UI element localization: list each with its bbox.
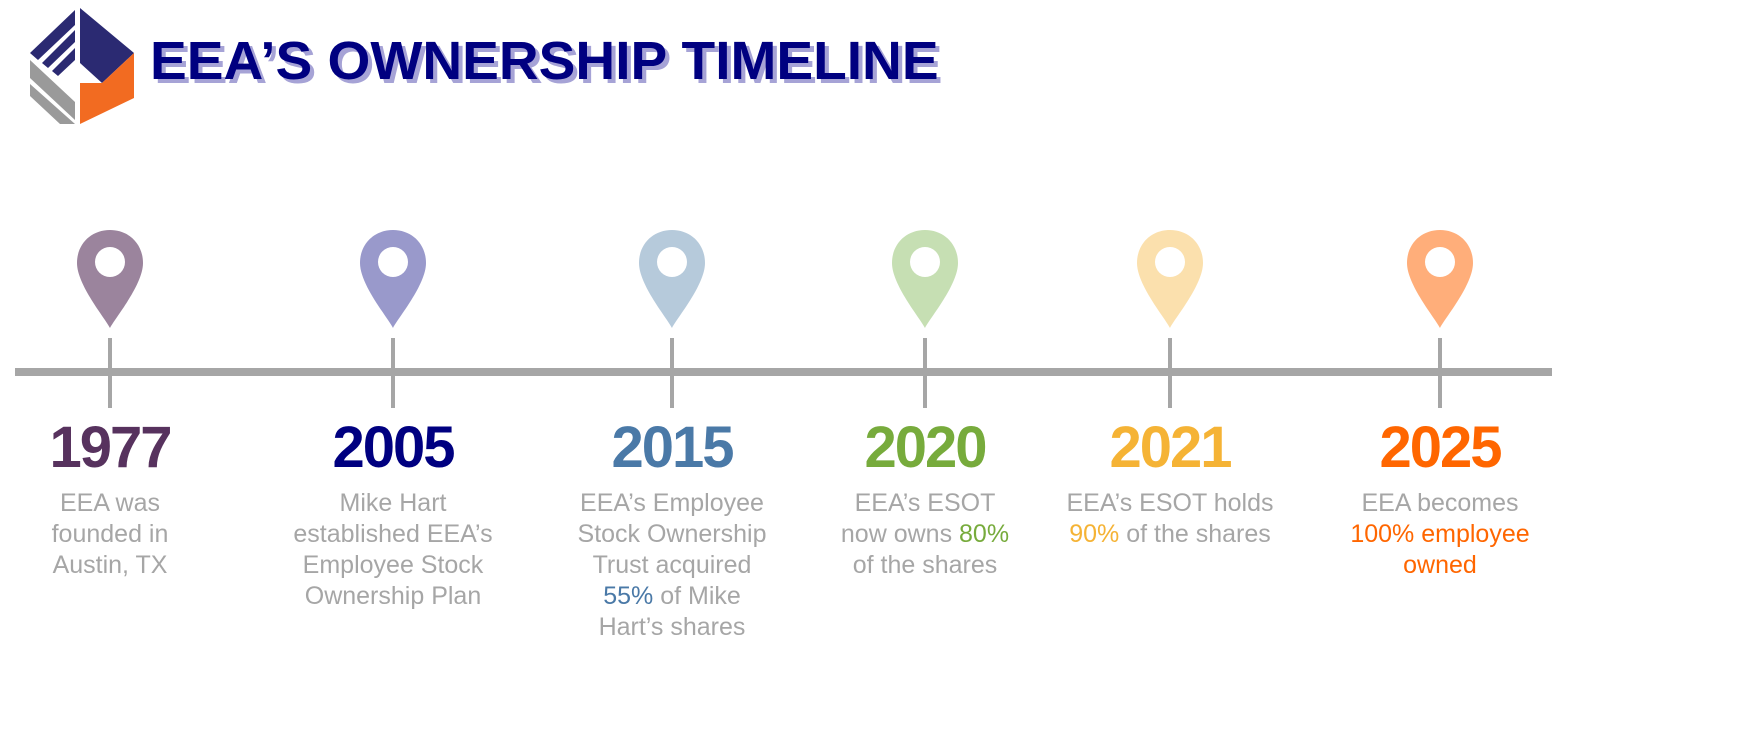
description-line: EEA’s ESOT bbox=[785, 488, 1065, 519]
timeline-tick bbox=[108, 338, 112, 408]
description-text: of the shares bbox=[852, 551, 998, 579]
description-line: EEA’s Employee bbox=[532, 488, 812, 519]
event-year: 2005 bbox=[332, 415, 455, 480]
description-text: established EEA’s bbox=[293, 520, 493, 548]
timeline-tick bbox=[1168, 338, 1172, 408]
description-text: founded in bbox=[51, 520, 169, 548]
description-text: Mike Hart bbox=[339, 489, 447, 517]
event-year: 2015 bbox=[611, 415, 734, 480]
description-text: of the shares bbox=[1119, 520, 1271, 548]
map-pin-icon bbox=[1407, 230, 1473, 328]
description-line: owned bbox=[1300, 550, 1580, 581]
description-text: Austin, TX bbox=[52, 551, 168, 579]
description-text: Hart’s shares bbox=[598, 613, 746, 641]
description-text: now owns bbox=[840, 520, 960, 548]
description-text: EEA was bbox=[59, 489, 161, 517]
event-year: 1977 bbox=[49, 415, 172, 480]
timeline-axis bbox=[15, 368, 1552, 376]
description-line: of the shares bbox=[785, 550, 1065, 581]
highlight-text: 80% bbox=[959, 520, 1010, 548]
description-line: EEA’s ESOT holds bbox=[1030, 488, 1310, 519]
timeline-event-1977: 1977 EEA was founded in Austin, TX bbox=[0, 0, 250, 740]
map-pin-icon bbox=[360, 230, 426, 328]
description-text: EEA’s ESOT holds bbox=[1066, 489, 1274, 517]
description-text: Trust acquired bbox=[592, 551, 752, 579]
map-pin-icon bbox=[1137, 230, 1203, 328]
description-text: EEA becomes bbox=[1361, 489, 1519, 517]
description-text: Employee Stock bbox=[302, 551, 484, 579]
map-pin-icon bbox=[639, 230, 705, 328]
description-line: Austin, TX bbox=[0, 550, 250, 581]
highlight-text: 100% employee bbox=[1350, 520, 1530, 548]
description-line: Hart’s shares bbox=[532, 612, 812, 643]
eea-logo bbox=[30, 8, 134, 124]
event-description: EEA becomes 100% employee owned bbox=[1300, 488, 1580, 581]
description-line: founded in bbox=[0, 519, 250, 550]
timeline-tick bbox=[670, 338, 674, 408]
highlight-text: owned bbox=[1403, 551, 1477, 579]
description-text: Ownership Plan bbox=[304, 582, 482, 610]
description-line: Stock Ownership bbox=[532, 519, 812, 550]
description-line: established EEA’s bbox=[253, 519, 533, 550]
event-year: 2021 bbox=[1109, 415, 1232, 480]
description-text: EEA’s ESOT bbox=[854, 489, 996, 517]
event-year: 2025 bbox=[1379, 415, 1502, 480]
description-line: Mike Hart bbox=[253, 488, 533, 519]
map-pin-icon bbox=[892, 230, 958, 328]
description-line: EEA becomes bbox=[1300, 488, 1580, 519]
page-title: EEA’S OWNERSHIP TIMELINE bbox=[150, 31, 939, 91]
description-line: EEA was bbox=[0, 488, 250, 519]
description-line: Ownership Plan bbox=[253, 581, 533, 612]
highlight-text: 90% bbox=[1069, 520, 1120, 548]
description-line: 90% of the shares bbox=[1030, 519, 1310, 550]
description-text: EEA’s Employee bbox=[580, 489, 764, 517]
map-pin-icon bbox=[77, 230, 143, 328]
description-line: now owns 80% bbox=[785, 519, 1065, 550]
description-line: 55% of Mike bbox=[532, 581, 812, 612]
timeline-tick bbox=[1438, 338, 1442, 408]
highlight-text: 55% bbox=[603, 582, 654, 610]
timeline-event-2025: 2025 EEA becomes 100% employee owned bbox=[1300, 0, 1580, 740]
description-line: Employee Stock bbox=[253, 550, 533, 581]
description-text: Stock Ownership bbox=[577, 520, 767, 548]
timeline-tick bbox=[923, 338, 927, 408]
timeline-tick bbox=[391, 338, 395, 408]
description-line: 100% employee bbox=[1300, 519, 1580, 550]
event-year: 2020 bbox=[864, 415, 987, 480]
description-text: of Mike bbox=[653, 582, 741, 610]
event-description: EEA was founded in Austin, TX bbox=[0, 488, 250, 581]
description-line: Trust acquired bbox=[532, 550, 812, 581]
